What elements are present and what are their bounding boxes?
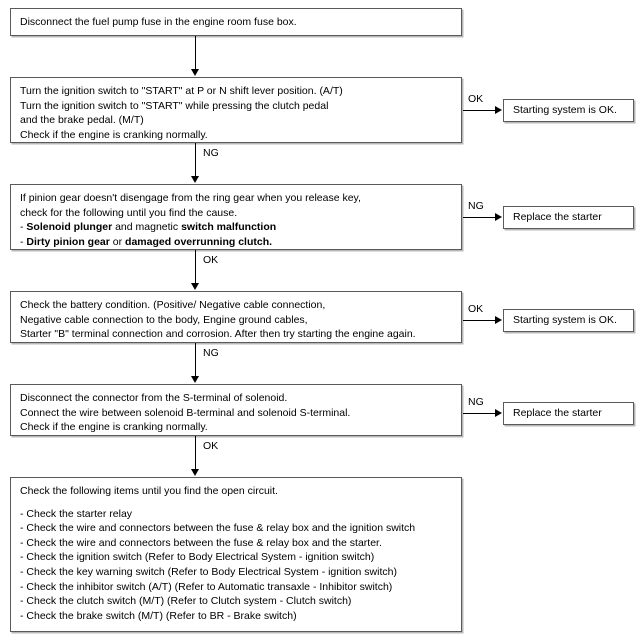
step2-line-3: and the brake pedal. (M/T): [20, 114, 144, 127]
step3-bullet-1: - Solenoid plunger and magnetic switch m…: [20, 220, 452, 235]
step6-item-1: - Check the starter relay: [20, 507, 133, 520]
edge-label-step2-ng: NG: [203, 147, 219, 159]
step3-bullet-2-bold-2: damaged overrunning clutch.: [125, 235, 273, 248]
result-node-ng1: Replace the starter: [503, 206, 634, 229]
step3-line-2: check for the following until you find t…: [20, 206, 238, 219]
result-node-ng2: Replace the starter: [503, 402, 634, 425]
connector-step5-ng: [463, 413, 496, 414]
arrowhead-step1-step2: [191, 69, 199, 76]
edge-label-step2-ok: OK: [468, 93, 484, 105]
step6-item-3: - Check the wire and connectors between …: [20, 536, 382, 549]
step6-item-5: - Check the key warning switch (Refer to…: [20, 565, 397, 578]
connector-step3-ng: [463, 217, 496, 218]
result-node-ok1: Starting system is OK.: [503, 99, 634, 122]
result-ng1-label: Replace the starter: [513, 211, 602, 224]
connector-step4-ok: [463, 320, 496, 321]
flow-node-step1: Disconnect the fuel pump fuse in the eng…: [10, 8, 462, 36]
step5-line-1: Disconnect the connector from the S-term…: [20, 392, 288, 404]
arrowhead-step5-step6: [191, 469, 199, 476]
arrowhead-step4-step5: [191, 376, 199, 383]
edge-label-step4-ok: OK: [468, 303, 484, 315]
step1-line-1: Disconnect the fuel pump fuse in the eng…: [20, 16, 297, 28]
arrowhead-step2-step3: [191, 176, 199, 183]
step3-bullet-1-mid: and magnetic: [112, 221, 182, 234]
result-node-ok2: Starting system is OK.: [503, 309, 634, 332]
step3-bullet-1-bold-2: switch malfunction: [181, 221, 277, 234]
step6-item-6: - Check the inhibitor switch (A/T) (Refe…: [20, 580, 393, 593]
connector-step3-step4: [195, 250, 196, 284]
step3-bullet-2: - Dirty pinion gear or damaged overrunni…: [20, 235, 452, 250]
flow-node-step5: Disconnect the connector from the S-term…: [10, 384, 462, 436]
step6-heading: Check the following items until you find…: [20, 485, 278, 497]
connector-step1-step2: [195, 36, 196, 70]
step4-line-3: Starter "B" terminal connection and corr…: [20, 328, 416, 341]
step5-line-2: Connect the wire between solenoid B-term…: [20, 406, 351, 419]
step6-item-2: - Check the wire and connectors between …: [20, 522, 416, 535]
arrowhead-step3-step4: [191, 283, 199, 290]
connector-step2-step3: [195, 143, 196, 177]
connector-step5-step6: [195, 436, 196, 470]
step3-bullet-2-mid: or: [109, 235, 126, 248]
edge-label-step3-ng: NG: [468, 200, 484, 212]
step6-item-4: - Check the ignition switch (Refer to Bo…: [20, 551, 375, 564]
flow-node-step2: Turn the ignition switch to "START" at P…: [10, 77, 462, 143]
step3-bullet-2-dash: -: [20, 235, 27, 248]
step3-bullet-2-bold-1: Dirty pinion gear: [26, 235, 110, 248]
step2-line-4: Check if the engine is cranking normally…: [20, 128, 208, 141]
arrowhead-step2-ok: [495, 106, 502, 114]
edge-label-step5-ok: OK: [203, 440, 219, 452]
result-ok1-label: Starting system is OK.: [513, 104, 617, 117]
flow-node-step6: Check the following items until you find…: [10, 477, 462, 632]
edge-label-step4-ng: NG: [203, 347, 219, 359]
step3-bullet-1-dash: -: [20, 221, 27, 234]
result-ok2-label: Starting system is OK.: [513, 314, 617, 327]
step4-line-2: Negative cable connection to the body, E…: [20, 313, 308, 326]
edge-label-step3-ok: OK: [203, 254, 219, 266]
arrowhead-step4-ok: [495, 316, 502, 324]
step2-line-1: Turn the ignition switch to "START" at P…: [20, 85, 343, 97]
step6-item-7: - Check the clutch switch (M/T) (Refer t…: [20, 595, 352, 608]
connector-step2-ok: [463, 110, 496, 111]
step4-line-1: Check the battery condition. (Positive/ …: [20, 299, 326, 311]
step3-bullet-1-bold-1: Solenoid plunger: [26, 221, 113, 234]
step3-line-1: If pinion gear doesn't disengage from th…: [20, 192, 361, 204]
step5-line-3: Check if the engine is cranking normally…: [20, 421, 208, 434]
result-ng2-label: Replace the starter: [513, 407, 602, 420]
edge-label-step5-ng: NG: [468, 396, 484, 408]
step6-item-8: - Check the brake switch (M/T) (Refer to…: [20, 609, 297, 622]
arrowhead-step3-ng: [495, 213, 502, 221]
step6-spacer: [20, 499, 452, 507]
flow-node-step4: Check the battery condition. (Positive/ …: [10, 291, 462, 343]
arrowhead-step5-ng: [495, 409, 502, 417]
step2-line-2: Turn the ignition switch to "START" whil…: [20, 99, 329, 112]
flow-node-step3: If pinion gear doesn't disengage from th…: [10, 184, 462, 250]
connector-step4-step5: [195, 343, 196, 377]
